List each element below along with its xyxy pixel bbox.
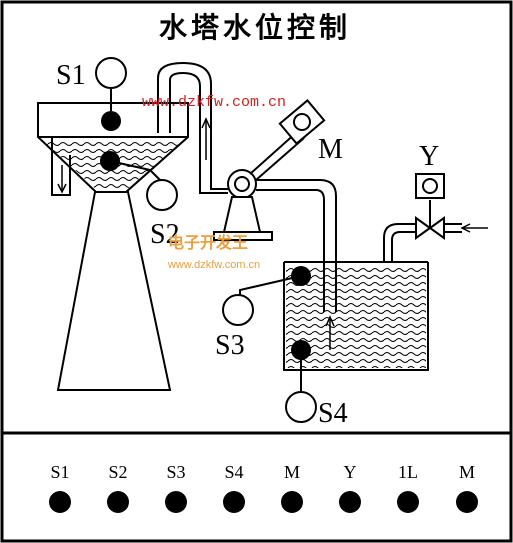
- terminal-5[interactable]: M: [281, 462, 303, 513]
- diagram-title: 水塔水位控制: [159, 11, 351, 44]
- terminal-8[interactable]: M: [456, 462, 478, 513]
- label-s2: S2: [150, 219, 180, 250]
- terminal-connector[interactable]: [49, 491, 71, 513]
- sensor-s2-gauge: [146, 179, 178, 211]
- sensor-s4-gauge: [285, 391, 317, 423]
- terminal-1[interactable]: S1: [49, 462, 71, 513]
- terminal-label: S4: [224, 462, 243, 482]
- terminal-label: M: [284, 462, 300, 482]
- sensor-s1-probe: [101, 111, 121, 131]
- terminal-connector[interactable]: [397, 491, 419, 513]
- label-s4: S4: [318, 398, 348, 429]
- terminal-connector[interactable]: [107, 491, 129, 513]
- terminal-label: M: [459, 462, 475, 482]
- sensor-s4-probe: [291, 340, 311, 360]
- pump: [213, 169, 273, 241]
- terminal-2[interactable]: S2: [107, 462, 129, 513]
- terminal-strip: S1 S2 S3 S4 M Y 1L M: [49, 462, 478, 513]
- watermark-mid-cn: 电子开发王: [168, 233, 248, 252]
- sensor-s3-gauge: [222, 294, 254, 326]
- terminal-connector[interactable]: [165, 491, 187, 513]
- terminal-4[interactable]: S4: [223, 462, 245, 513]
- motor: [278, 99, 326, 145]
- watermark-top: www.dzkfw.com.cn: [142, 94, 286, 111]
- terminal-3[interactable]: S3: [165, 462, 187, 513]
- watermark-mid-url: www.dzkfw.com.cn: [167, 259, 260, 271]
- label-s1: S1: [56, 60, 86, 91]
- terminal-label: Y: [344, 462, 357, 482]
- label-s3: S3: [215, 330, 245, 361]
- overflow-pipe: [51, 137, 71, 196]
- sensor-s1-gauge: [95, 57, 127, 89]
- terminal-6[interactable]: Y: [339, 462, 361, 513]
- terminal-7[interactable]: 1L: [397, 462, 419, 513]
- terminal-label: S2: [108, 462, 127, 482]
- terminal-connector[interactable]: [339, 491, 361, 513]
- label-valve: Y: [419, 141, 439, 172]
- terminal-label: 1L: [398, 462, 418, 482]
- terminal-connector[interactable]: [281, 491, 303, 513]
- terminal-label: S1: [50, 462, 69, 482]
- valve-inlet-pipe: [383, 223, 416, 262]
- terminal-connector[interactable]: [223, 491, 245, 513]
- label-motor: M: [318, 134, 343, 165]
- solenoid-valve-y: [415, 173, 445, 240]
- motor-shaft: [249, 131, 298, 175]
- terminal-label: S3: [166, 462, 185, 482]
- terminal-connector[interactable]: [456, 491, 478, 513]
- inlet-pipe: [157, 61, 212, 175]
